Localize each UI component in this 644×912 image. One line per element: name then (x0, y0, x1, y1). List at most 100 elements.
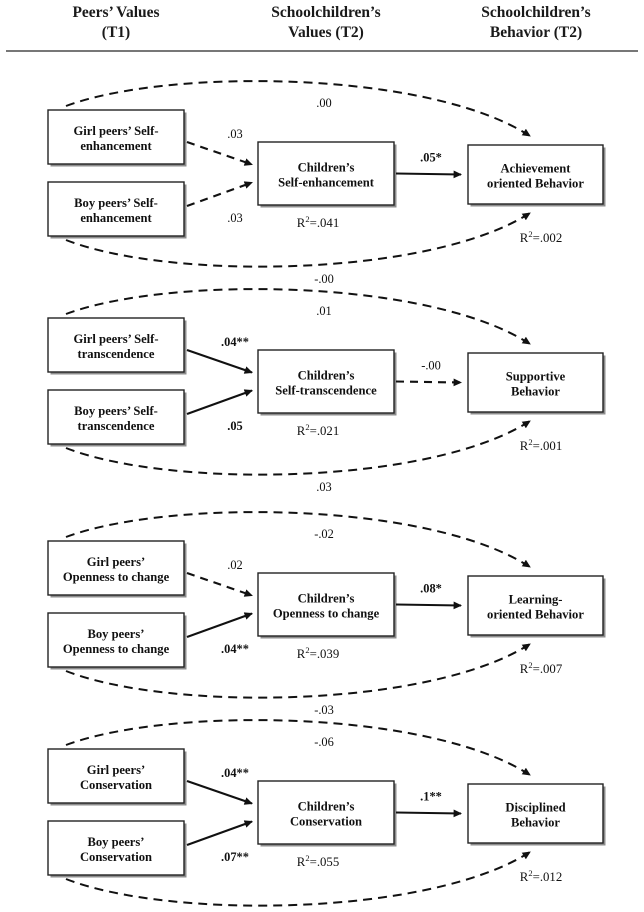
r2-outcome: R2=.002 (520, 229, 562, 245)
curve-boy-to-outcome (65, 420, 531, 476)
column-header-line1: Schoolchildren’s (481, 4, 590, 21)
curve-boy-to-outcome (65, 851, 531, 907)
column-header-schoolchildren-behavior: Schoolchildren’s Behavior (T2) (481, 4, 590, 41)
column-header-line1: Peers’ Values (72, 4, 159, 21)
node-boy-peers-line1: Boy peers’ (87, 835, 144, 849)
node-boy-peers-line2: Conservation (80, 850, 152, 864)
path-girl-to-mediator (186, 349, 253, 374)
path-boy-to-mediator (186, 612, 253, 638)
node-outcome-line1: Learning- (509, 593, 563, 607)
node-boy-peers[interactable]: Boy peers’Openness to change (47, 612, 187, 670)
column-headers: Peers’ Values (T1) Schoolchildren’s Valu… (72, 4, 590, 41)
node-mediator-line1: Children’s (298, 161, 355, 175)
node-girl-peers-line1: Girl peers’ (87, 763, 145, 777)
node-girl-peers-line2: transcendence (78, 347, 155, 361)
coef-girl-to-outcome: .01 (316, 304, 332, 318)
curve-boy-to-outcome (65, 643, 531, 699)
node-mediator-line2: Self-enhancement (278, 176, 375, 190)
node-boy-peers-line2: transcendence (78, 419, 155, 433)
coef-mediator-to-outcome: .05* (420, 151, 442, 165)
curve-girl-to-outcome (65, 719, 531, 776)
node-girl-peers[interactable]: Girl peers’Conservation (47, 748, 187, 806)
node-outcome-line2: oriented Behavior (487, 177, 584, 191)
coef-boy-to-mediator: .03 (227, 211, 243, 225)
node-mediator-line2: Self-transcendence (275, 384, 377, 398)
node-girl-peers-line1: Girl peers’ Self- (73, 332, 158, 346)
node-boy-peers-line1: Boy peers’ Self- (74, 404, 158, 418)
node-outcome-line2: oriented Behavior (487, 608, 584, 622)
node-girl-peers-line2: Openness to change (63, 570, 170, 584)
coef-mediator-to-outcome: .08* (420, 582, 442, 596)
coef-girl-to-outcome: .00 (316, 96, 332, 110)
r2-mediator: R2=.041 (297, 214, 339, 230)
curve-girl-to-outcome (65, 80, 531, 137)
coef-boy-to-outcome: -.03 (314, 703, 334, 717)
r2-mediator: R2=.021 (297, 422, 339, 438)
coef-boy-to-mediator: .05 (227, 419, 243, 433)
path-boy-to-mediator (186, 181, 253, 207)
path-girl-to-mediator (186, 780, 253, 805)
node-girl-peers-line2: enhancement (80, 139, 152, 153)
r2-mediator: R2=.055 (297, 853, 339, 869)
node-boy-peers[interactable]: Boy peers’ Self-transcendence (47, 389, 187, 447)
r2-mediator: R2=.039 (297, 645, 339, 661)
column-header-peers-values: Peers’ Values (T1) (72, 4, 159, 41)
node-boy-peers-line1: Boy peers’ (87, 627, 144, 641)
column-header-line2: (T1) (102, 24, 130, 41)
node-outcome-line2: Behavior (511, 816, 560, 830)
coef-girl-to-outcome: -.06 (314, 735, 334, 749)
coef-girl-to-mediator: .02 (227, 558, 243, 572)
node-boy-peers-line2: Openness to change (63, 642, 170, 656)
node-girl-peers-line1: Girl peers’ Self- (73, 124, 158, 138)
node-girl-peers-line2: Conservation (80, 778, 152, 792)
node-girl-peers[interactable]: Girl peers’ Self-transcendence (47, 317, 187, 375)
column-header-line2: Behavior (T2) (490, 24, 582, 41)
path-mediator-to-outcome (395, 809, 462, 818)
node-girl-peers[interactable]: Girl peers’ Self-enhancement (47, 109, 187, 167)
coef-boy-to-outcome: -.00 (314, 272, 334, 286)
column-header-line1: Schoolchildren’s (271, 4, 380, 21)
node-mediator-line1: Children’s (298, 369, 355, 383)
node-girl-peers[interactable]: Girl peers’Openness to change (47, 540, 187, 598)
coef-girl-to-outcome: -.02 (314, 527, 334, 541)
node-boy-peers[interactable]: Boy peers’Conservation (47, 820, 187, 878)
node-outcome[interactable]: Learning-oriented Behavior (467, 575, 606, 638)
curve-boy-to-outcome (65, 212, 531, 268)
path-girl-to-mediator (186, 141, 253, 166)
path-mediator-to-outcome (395, 601, 462, 610)
coef-girl-to-mediator: .03 (227, 127, 243, 141)
path-mediator-to-outcome (395, 378, 462, 387)
path-mediator-to-outcome (395, 170, 462, 179)
path-girl-to-mediator (186, 572, 253, 597)
node-girl-peers-line1: Girl peers’ (87, 555, 145, 569)
node-boy-peers-line2: enhancement (80, 211, 152, 225)
node-outcome-line2: Behavior (511, 385, 560, 399)
curve-girl-to-outcome (65, 511, 531, 568)
node-outcome-line1: Disciplined (505, 801, 565, 815)
path-boy-to-mediator (186, 389, 253, 415)
node-mediator-line1: Children’s (298, 800, 355, 814)
node-mediator-line2: Openness to change (273, 607, 380, 621)
r2-outcome: R2=.007 (520, 660, 563, 676)
coef-mediator-to-outcome: -.00 (421, 359, 441, 373)
column-header-schoolchildren-values: Schoolchildren’s Values (T2) (271, 4, 380, 41)
path-boy-to-mediator (186, 820, 253, 846)
node-outcome-line1: Supportive (506, 370, 566, 384)
curve-girl-to-outcome (65, 288, 531, 345)
column-header-line2: Values (T2) (288, 24, 364, 41)
node-mediator-line2: Conservation (290, 815, 362, 829)
node-boy-peers[interactable]: Boy peers’ Self-enhancement (47, 181, 187, 239)
node-boy-peers-line1: Boy peers’ Self- (74, 196, 158, 210)
